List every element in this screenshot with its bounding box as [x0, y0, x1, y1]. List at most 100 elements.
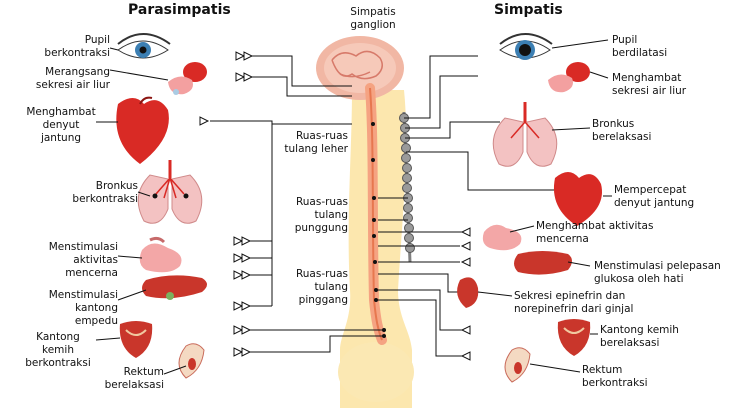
label-line: berkontraksi — [72, 193, 138, 205]
label-line: Bronkus — [95, 180, 138, 192]
label-line: Menghambat aktivitas — [536, 220, 654, 232]
label-line: Kantong kemih — [600, 324, 679, 336]
right-label-bronchus: Bronkus berelaksasi — [592, 118, 651, 144]
parasympathetic-ganglia — [199, 51, 254, 357]
label-line: Menstimulasi — [48, 241, 118, 253]
bladder-icon — [119, 321, 153, 358]
right-label-bladder: Kantong kemih berelaksasi — [600, 324, 679, 350]
ganglion-label: Simpatis ganglion — [338, 6, 408, 32]
label-line: sekresi air liur — [35, 79, 110, 91]
label-line: Sekresi epinefrin dan — [514, 290, 626, 302]
right-label-liver: Menstimulasi pelepasan glukosa oleh hati — [594, 260, 721, 286]
cervical-label-line: tulang leher — [284, 143, 348, 155]
spinal-nerve-dots — [371, 122, 386, 338]
label-line: berkontraksi — [44, 47, 110, 59]
stomach-icon — [139, 236, 182, 273]
label-line: Menghambat — [612, 72, 682, 84]
thoracic-label: Ruas-ruas tulang punggung — [286, 196, 348, 235]
heart-icon — [553, 172, 602, 226]
thoracic-label-line: punggung — [294, 222, 348, 234]
label-line: denyut — [42, 119, 80, 131]
left-label-bronchus: Bronkus berkontraksi — [48, 180, 138, 206]
label-line: Bronkus — [592, 118, 635, 130]
sympathetic-title: Simpatis — [494, 2, 563, 18]
parasympathetic-title: Parasimpatis — [128, 2, 231, 18]
label-line: mencerna — [536, 233, 589, 245]
left-label-heart: Menghambat denyut jantung — [26, 106, 96, 145]
cervical-label-line: Ruas-ruas — [295, 130, 348, 142]
right-label-heart: Mempercepat denyut jantung — [614, 184, 694, 210]
label-line: aktivitas — [73, 254, 118, 266]
right-label-pupil: Pupil berdilatasi — [612, 34, 667, 60]
label-line: berelaksasi — [592, 131, 652, 143]
label-line: Pupil — [612, 34, 638, 46]
right-label-leaders — [477, 39, 612, 373]
bladder-icon — [557, 319, 591, 356]
ganglion-label-line: ganglion — [350, 19, 396, 31]
left-label-leaders — [95, 47, 187, 375]
liver-icon — [514, 251, 572, 275]
label-line: berelaksasi — [104, 379, 164, 391]
label-line: Menghambat — [26, 106, 96, 118]
salivary-gland-icon — [168, 62, 207, 95]
lumbar-label-line: tulang — [314, 281, 348, 293]
left-label-bladder: Kantong kemih berkontraksi — [16, 331, 100, 370]
sympathetic-ganglion-chain — [399, 111, 415, 263]
label-line: norepinefrin dari ginjal — [514, 303, 634, 315]
heart-icon — [116, 96, 169, 164]
right-label-rectum: Rektum berkontraksi — [582, 364, 648, 390]
label-line: empedu — [74, 315, 118, 327]
left-label-saliva: Merangsang sekresi air liur — [10, 66, 110, 92]
label-line: glukosa oleh hati — [594, 273, 684, 285]
label-line: kemih — [42, 344, 74, 356]
label-line: Merangsang — [45, 66, 110, 78]
cervical-label: Ruas-ruas tulang leher — [278, 130, 348, 156]
label-line: Menstimulasi — [48, 289, 118, 301]
label-line: berkontraksi — [25, 357, 91, 369]
rectum-icon — [504, 347, 531, 383]
label-line: Rektum — [123, 366, 164, 378]
ganglion-label-line: Simpatis — [350, 6, 396, 18]
stomach-icon — [482, 224, 522, 251]
kidney-icon — [457, 277, 479, 308]
brain-icon — [316, 36, 404, 100]
spinal-cord — [365, 83, 387, 345]
thoracic-label-line: tulang — [314, 209, 348, 221]
label-line: berdilatasi — [612, 47, 668, 59]
label-line: Rektum — [582, 364, 623, 376]
label-line: kantong — [75, 302, 118, 314]
sympathetic-ganglia — [460, 227, 471, 361]
left-label-pupil: Pupil berkontraksi — [20, 34, 110, 60]
label-line: denyut jantung — [614, 197, 695, 209]
label-line: berkontraksi — [582, 377, 648, 389]
label-line: berelaksasi — [600, 337, 660, 349]
label-line: Pupil — [84, 34, 110, 46]
lungs-icon — [492, 102, 558, 167]
label-line: Kantong — [36, 331, 80, 343]
lumbar-label-line: Ruas-ruas — [295, 268, 348, 280]
label-line: mencerna — [65, 267, 118, 279]
lumbar-label-line: pinggang — [298, 294, 348, 306]
right-label-kidney: Sekresi epinefrin dan norepinefrin dari … — [514, 290, 633, 316]
right-label-saliva: Menghambat sekresi air liur — [612, 72, 686, 98]
right-label-digestion: Menghambat aktivitas mencerna — [536, 220, 653, 246]
parasympathetic-pathways — [210, 55, 386, 353]
eye-icon — [117, 33, 171, 59]
lungs-icon — [137, 160, 203, 224]
label-line: Menstimulasi pelepasan — [594, 260, 721, 272]
left-label-digestion: Menstimulasi aktivitas mencerna — [28, 241, 118, 280]
lumbar-label: Ruas-ruas tulang pinggang — [286, 268, 348, 307]
label-line: Mempercepat — [614, 184, 687, 196]
eye-icon — [499, 33, 553, 60]
thoracic-label-line: Ruas-ruas — [295, 196, 348, 208]
salivary-gland-icon — [548, 62, 590, 93]
label-line: sekresi air liur — [612, 85, 687, 97]
sympathetic-pathways — [378, 55, 555, 357]
liver-icon — [142, 275, 207, 300]
label-line: jantung — [40, 132, 82, 144]
rectum-icon — [178, 343, 205, 379]
left-label-gallbladder: Menstimulasi kantong empedu — [28, 289, 118, 328]
left-label-rectum: Rektum berelaksasi — [74, 366, 164, 392]
